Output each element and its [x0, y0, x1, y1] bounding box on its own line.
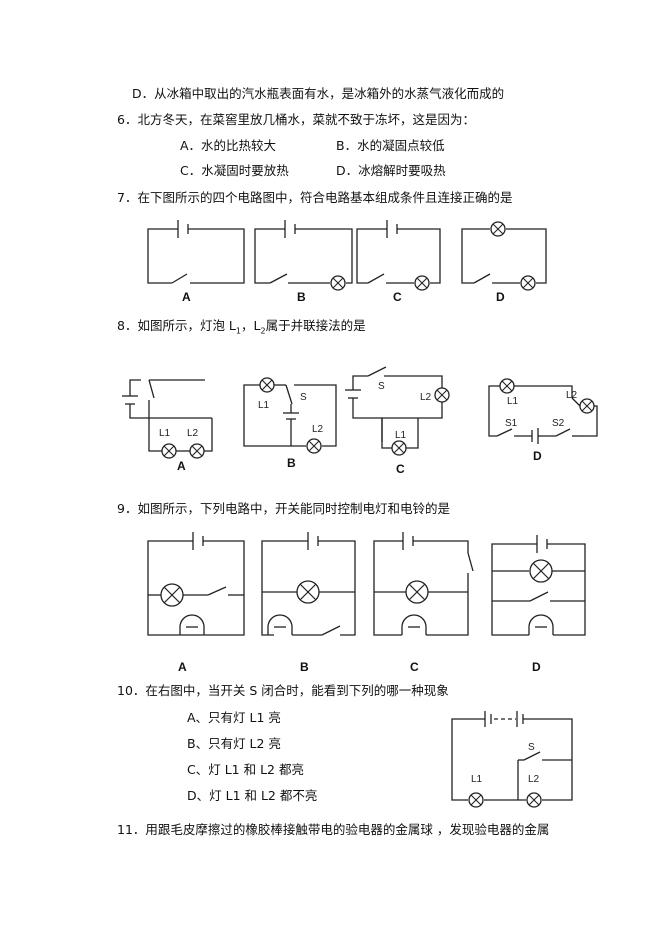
q8-label-a: A — [177, 459, 186, 473]
svg-text:L1: L1 — [395, 430, 407, 441]
svg-text:L2: L2 — [187, 428, 199, 439]
q7-label-a: A — [182, 290, 191, 304]
q7-circuit-a — [148, 220, 244, 283]
q10-option-c: C、灯 L1 和 L2 都亮 — [187, 762, 304, 777]
q7-label-b: B — [297, 290, 306, 304]
q8-circuit-d: L1 L2 S1 S2 — [489, 378, 597, 444]
svg-text:S: S — [300, 392, 307, 403]
q6-option-b: B．水的凝固点较低 — [336, 138, 445, 153]
svg-text:L2: L2 — [420, 392, 432, 403]
q7-label-d: D — [496, 290, 505, 304]
svg-text:S: S — [378, 381, 385, 392]
svg-text:S2: S2 — [552, 418, 565, 429]
q7-stem: 7．在下图所示的四个电路图中，符合电路基本组成条件且连接正确的是 — [117, 190, 513, 205]
q6-option-c: C．水凝固时要放热 — [180, 163, 289, 178]
q8-circuit-a: L1 L2 — [122, 380, 212, 459]
q7-circuit-c — [357, 220, 440, 291]
q10-stem: 10．在右图中，当开关 S 闭合时，能看到下列的哪一种现象 — [117, 683, 449, 698]
svg-text:L2: L2 — [528, 774, 540, 785]
q8-label-b: B — [287, 456, 296, 470]
svg-text:L2: L2 — [312, 424, 324, 435]
svg-text:L1: L1 — [159, 428, 171, 439]
q7-circuit-d — [462, 221, 546, 291]
svg-text:L1: L1 — [507, 396, 519, 407]
q6-option-d: D．冰熔解时要吸热 — [336, 163, 446, 178]
q9-label-c: C — [410, 660, 419, 674]
q8-circuit-c: S L2 L1 — [345, 367, 450, 456]
q7-circuit-b — [255, 220, 352, 291]
q8-label-c: C — [396, 462, 405, 476]
q11-stem: 11．用跟毛皮摩擦过的橡胶棒接触带电的验电器的金属球 ，发现验电器的金属 — [117, 822, 550, 837]
q10-option-d: D、灯 L1 和 L2 都不亮 — [187, 788, 318, 803]
svg-text:L1: L1 — [258, 400, 270, 411]
svg-text:L2: L2 — [566, 390, 578, 401]
q10-option-a: A、只有灯 L1 亮 — [187, 710, 281, 725]
q9-circuit-b — [262, 532, 355, 635]
q9-label-d: D — [532, 660, 541, 674]
q8-label-d: D — [533, 449, 542, 463]
q7-label-c: C — [393, 290, 402, 304]
q6-stem: 6．北方冬天，在菜窖里放几桶水，菜就不致于冻坏，这是因为： — [117, 112, 475, 127]
q9-label-b: B — [300, 660, 309, 674]
q9-stem: 9．如图所示，下列电路中，开关能同时控制电灯和电铃的是 — [117, 501, 450, 516]
q5-option-d: D．从冰箱中取出的汽水瓶表面有水，是冰箱外的水蒸气液化而成的 — [132, 86, 505, 101]
q8-circuit-b: L1 S L2 — [244, 377, 336, 454]
q9-label-a: A — [178, 660, 187, 674]
svg-text:L1: L1 — [471, 774, 483, 785]
q9-circuit-a — [148, 532, 244, 635]
q10-option-b: B、只有灯 L2 亮 — [187, 736, 281, 751]
q9-circuit-d — [492, 535, 585, 635]
svg-text:S1: S1 — [505, 418, 518, 429]
q9-circuit-c — [374, 532, 473, 635]
svg-text:S: S — [528, 742, 535, 753]
q8-stem: 8．如图所示，灯泡 L1，L2属于并联接法的是 — [117, 318, 366, 336]
q6-option-a: A．水的比热较大 — [180, 138, 277, 153]
